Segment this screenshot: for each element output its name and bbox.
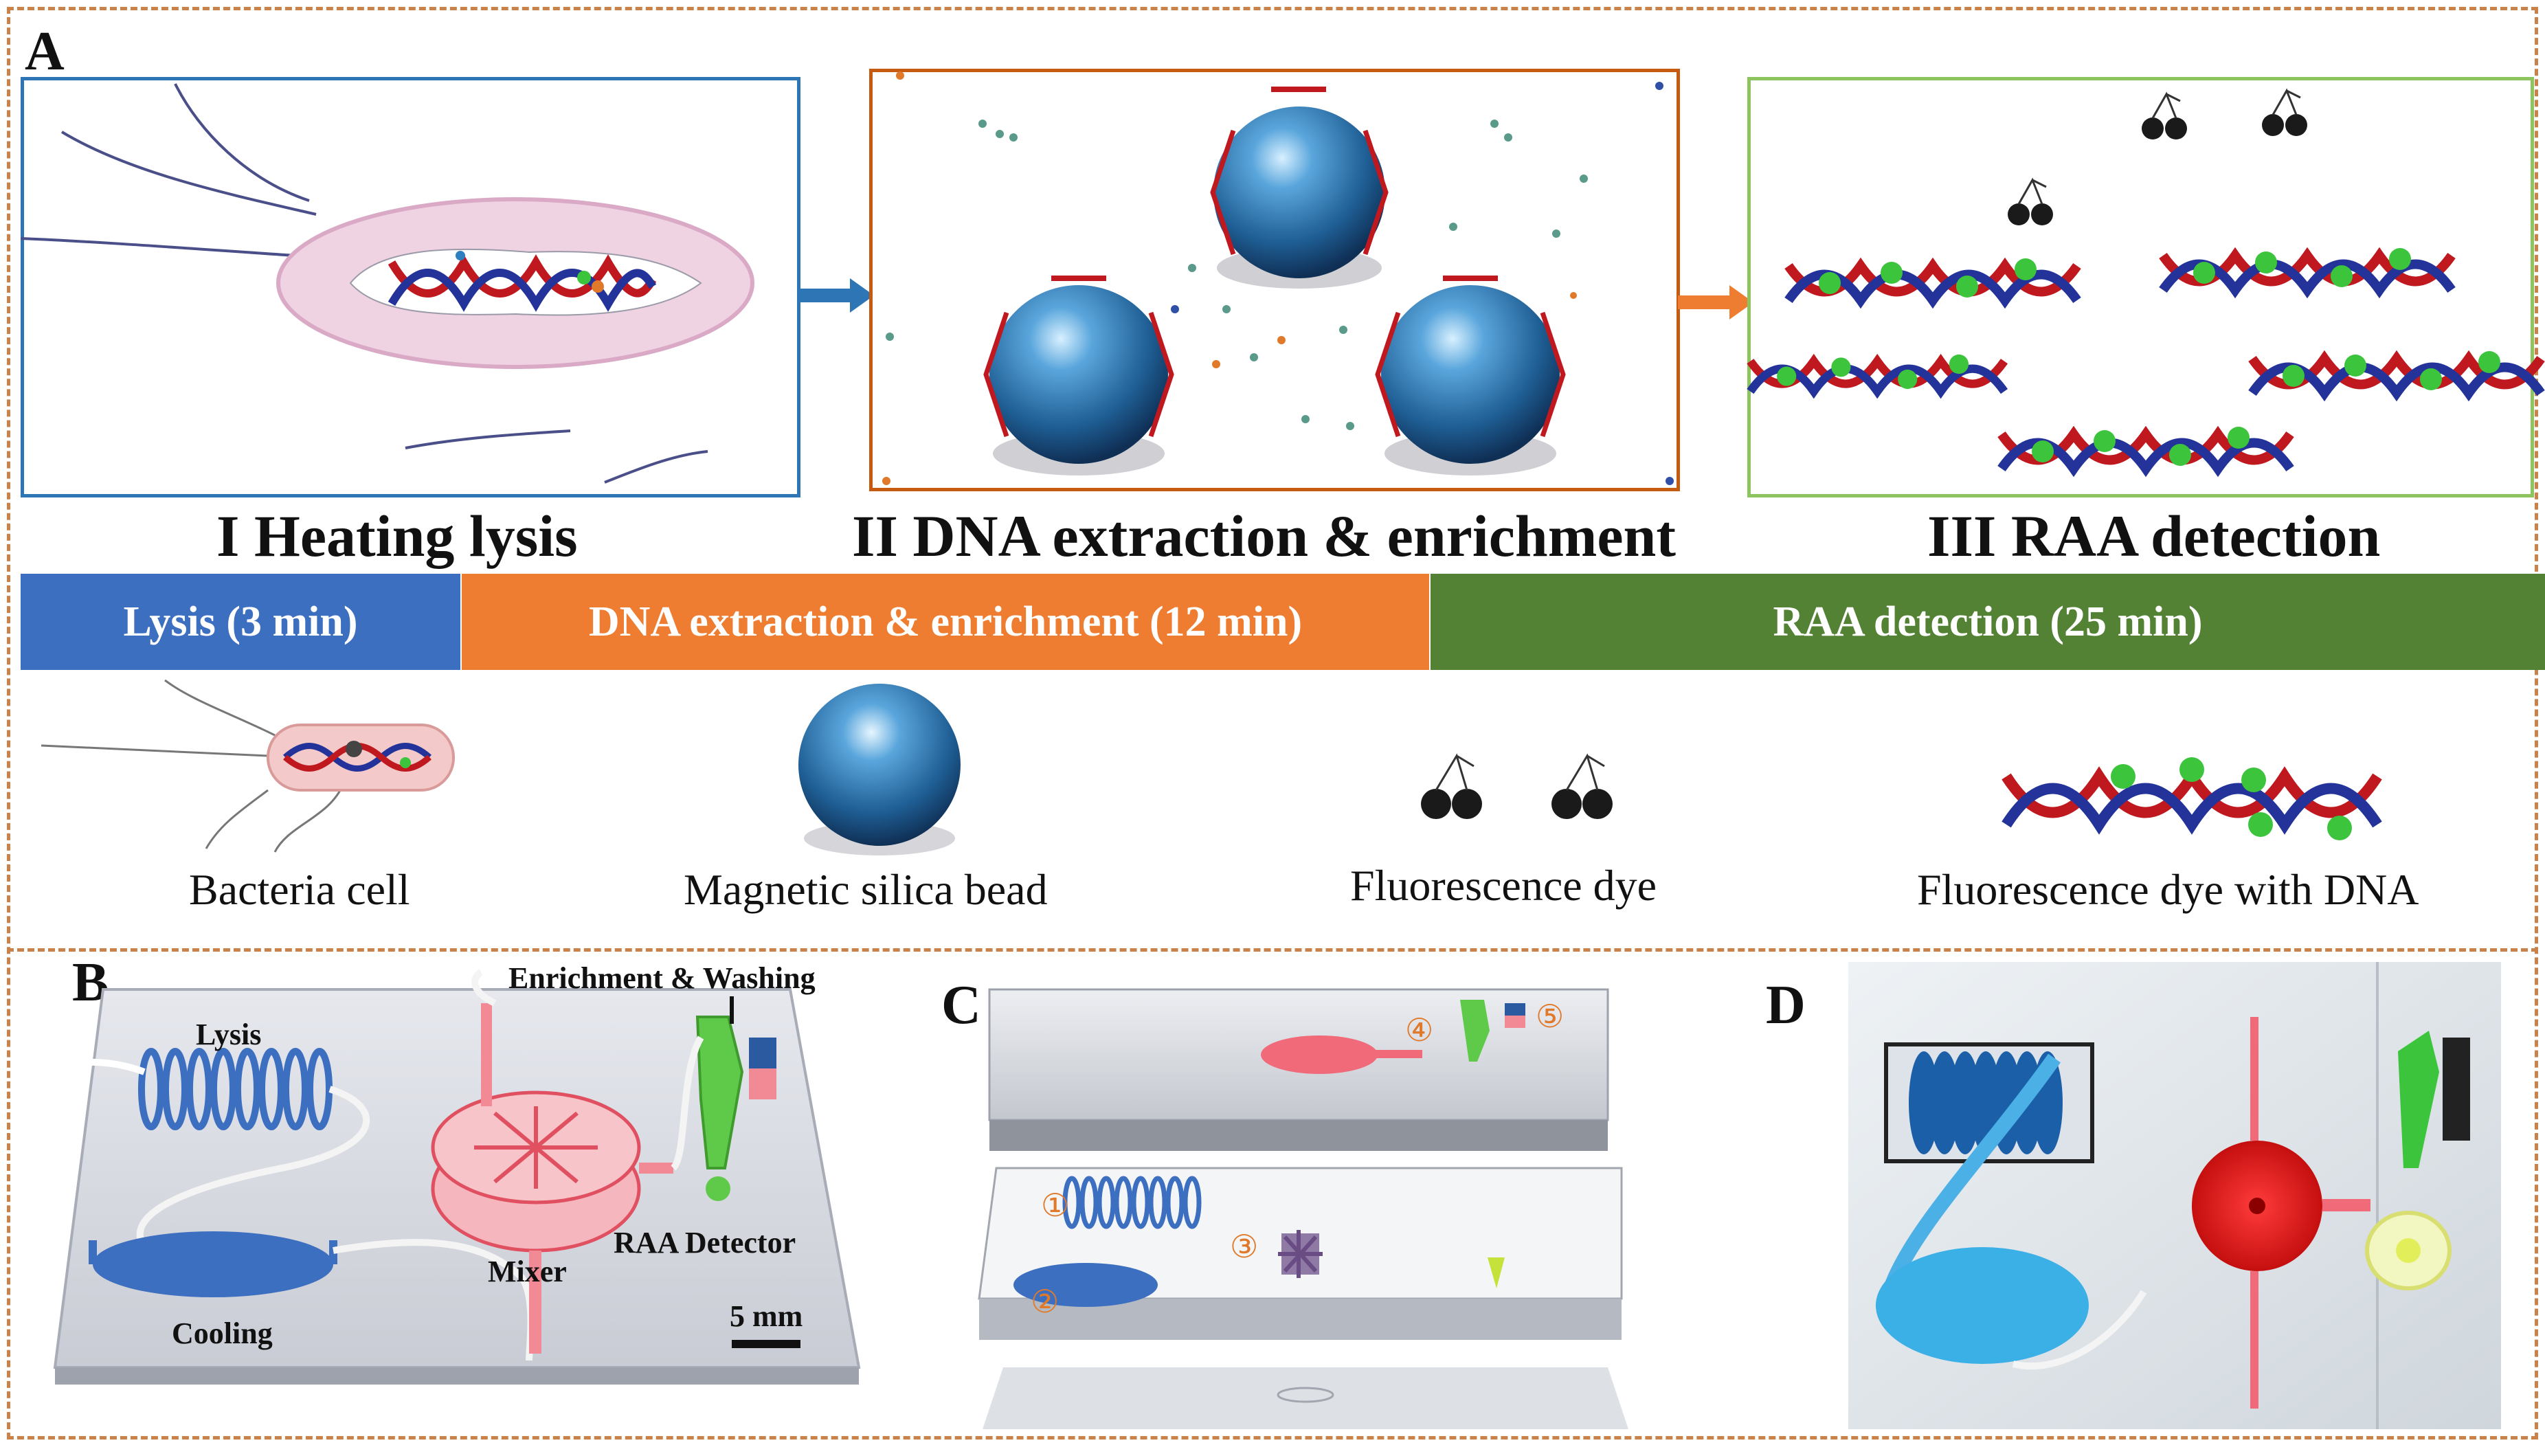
- legend-bacteria-cell: Bacteria cell: [189, 865, 410, 914]
- arrow-lysis-to-extraction: [798, 278, 874, 313]
- outer-dashed-border: [7, 7, 2538, 1440]
- chip-b-schematic: [53, 969, 861, 1385]
- chip-d-photo: [1848, 962, 2501, 1429]
- chip-d-mixer-icon: [2192, 1017, 2370, 1409]
- dna-with-dye-icon: [1750, 355, 2004, 392]
- chip-b-label-lysis: Lysis: [196, 1018, 262, 1051]
- bead-icon: [798, 684, 961, 855]
- section-divider: [7, 948, 2538, 952]
- legend-fluorescence-dye-with-dna: Fluorescence dye with DNA: [1917, 865, 2419, 914]
- extraction-illustration: [882, 71, 1674, 485]
- bead-top-icon: [1210, 87, 1389, 289]
- chip-d-detector-icon: [2365, 1031, 2470, 1290]
- arrow-extraction-to-raa: [1678, 285, 1753, 320]
- lysis-coil-icon: [138, 1048, 333, 1130]
- chip-c-marker-5: ⑤: [1536, 998, 1564, 1035]
- lysis-illustration: [20, 83, 754, 484]
- dna-with-dye-icon: [2002, 427, 2290, 469]
- timeline-extraction: DNA extraction & enrichment (12 min): [462, 574, 1429, 670]
- bead-right-icon: [1375, 276, 1566, 475]
- dna-with-dye-icon: [2252, 351, 2541, 393]
- mixer-icon: [431, 1003, 641, 1354]
- chip-c-coil-icon: [1062, 1176, 1202, 1229]
- chip-b-label-mixer: Mixer: [488, 1255, 567, 1288]
- chip-c-marker-1: ①: [1041, 1187, 1069, 1224]
- chip-c-marker-2: ②: [1031, 1283, 1059, 1320]
- chip-b-label-enrichment-washing: Enrichment & Washing: [508, 961, 816, 995]
- dna-with-dye-icon: [2163, 248, 2452, 290]
- free-dye-icon: [2006, 179, 2054, 227]
- raa-illustration: [1747, 89, 2534, 497]
- stage-title-lysis: I Heating lysis: [216, 503, 578, 569]
- timeline-raa: RAA detection (25 min): [1431, 574, 2545, 670]
- dye-icon: [1421, 753, 1613, 819]
- dna-dye-icon: [2002, 757, 2382, 840]
- stage-title-raa: III RAA detection: [1927, 503, 2381, 569]
- bacteria-icon: [41, 679, 455, 853]
- chip-c-exploded-view: ① ② ③ ④ ⑤: [978, 988, 1628, 1429]
- free-dye-icon: [2261, 89, 2309, 137]
- cooling-chamber-icon: [89, 1231, 337, 1297]
- panel-label-c: C: [941, 975, 981, 1035]
- chip-b-label-cooling: Cooling: [172, 1317, 273, 1350]
- panel-label-a: A: [25, 21, 65, 82]
- chip-c-marker-3: ③: [1230, 1228, 1258, 1265]
- dna-with-dye-icon: [1789, 258, 2077, 300]
- chip-c-marker-4: ④: [1405, 1011, 1433, 1049]
- legend-fluorescence-dye: Fluorescence dye: [1350, 861, 1657, 910]
- chip-c-mixer-icon: [1278, 1230, 1323, 1278]
- legend-magnetic-silica-bead: Magnetic silica bead: [684, 865, 1048, 914]
- chip-b-label-raa-detector: RAA Detector: [614, 1226, 796, 1259]
- bead-left-icon: [983, 276, 1174, 475]
- free-dye-icon: [2140, 93, 2188, 141]
- raa-detector-icon: [695, 1016, 776, 1201]
- panel-label-d: D: [1766, 975, 1806, 1035]
- stage-title-extraction: II DNA extraction & enrichment: [852, 503, 1677, 569]
- timeline-lysis: Lysis (3 min): [21, 574, 460, 670]
- chip-b-scale-label: 5 mm: [730, 1299, 803, 1333]
